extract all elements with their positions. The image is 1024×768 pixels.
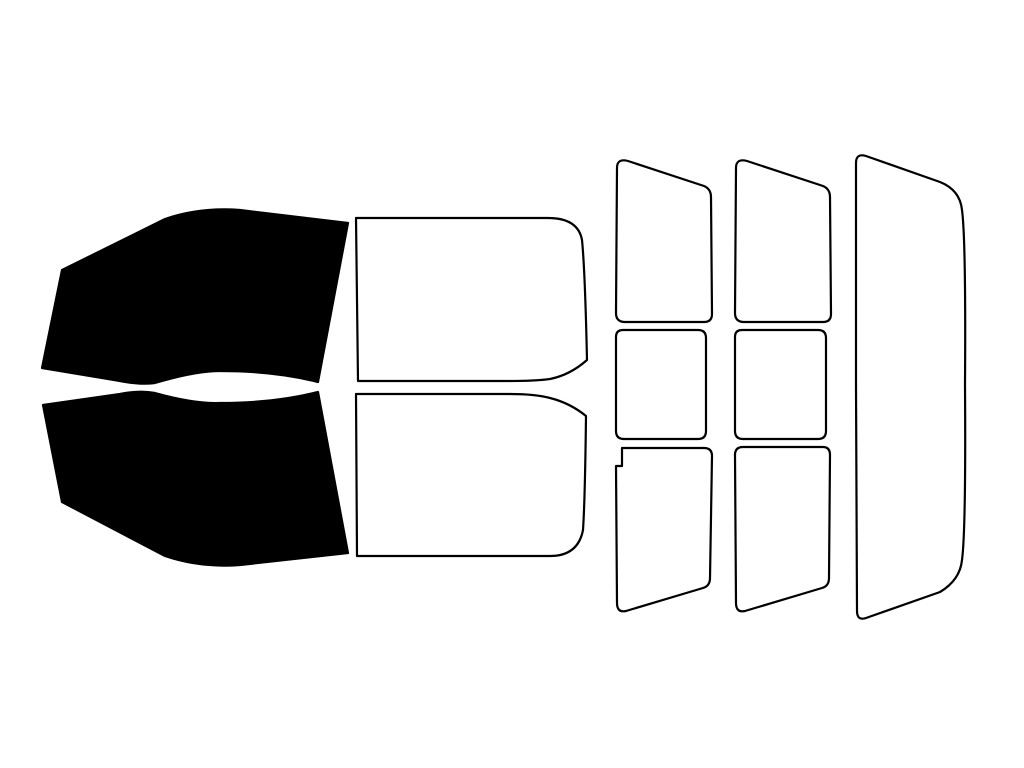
rear-door-window-bottom <box>354 392 588 558</box>
rear-door-window-top <box>354 216 589 383</box>
side-window-upper-left <box>614 159 714 324</box>
front-door-window-bottom <box>41 390 350 567</box>
back-window <box>854 154 967 620</box>
front-door-window-top <box>40 208 350 385</box>
side-window-lower-left <box>614 446 714 613</box>
side-window-lower-right <box>733 445 832 613</box>
side-window-upper-right <box>733 159 833 324</box>
side-window-middle-right <box>733 328 828 441</box>
side-window-middle-left <box>614 328 708 441</box>
